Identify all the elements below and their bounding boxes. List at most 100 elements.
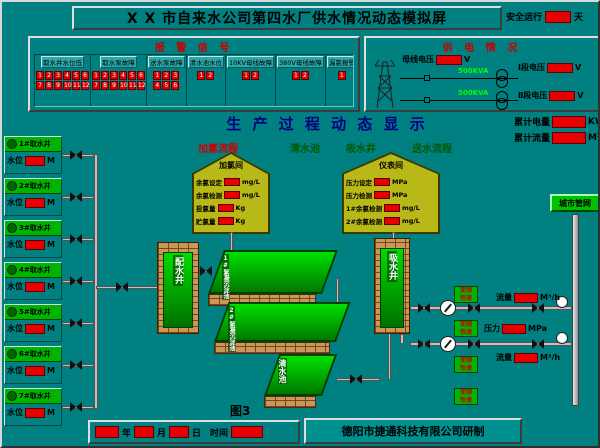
feeder-line — [400, 78, 518, 79]
metric-unit: Kg — [235, 216, 246, 225]
pipe — [388, 332, 391, 380]
alarm-indicator: 3 — [110, 71, 118, 80]
alarm-indicator: 9 — [110, 81, 118, 90]
level-display — [25, 365, 45, 376]
power-tower-icon — [374, 59, 396, 108]
total-energy-display — [552, 115, 587, 128]
level-unit: M — [47, 282, 55, 291]
alarm-group-label: 380V母线故障 — [276, 56, 324, 68]
alarm-indicator: 12 — [137, 81, 146, 90]
valve-icon — [532, 339, 544, 349]
total-flow-unit: M³ — [588, 132, 600, 143]
delivery-pump-icon — [440, 336, 456, 352]
alarm-indicator: 7 — [92, 81, 100, 90]
pump-icon — [7, 139, 17, 149]
level-display — [25, 197, 45, 208]
well-header: 7#取水井 — [5, 389, 61, 404]
alarm-panel-title: 报 警 信 号 — [154, 43, 234, 54]
well-label: 3#取水井 — [19, 224, 51, 232]
valve-icon — [116, 282, 128, 292]
vfd-status-box: 变频恒速 — [454, 388, 478, 405]
section2-unit: V — [577, 91, 584, 100]
alarm-group-label: 10KV母线故障 — [227, 56, 274, 68]
pump-icon — [7, 223, 17, 233]
alarm-indicator: 8 — [101, 81, 109, 90]
alarm-indicator: 9 — [54, 81, 62, 90]
metric-label: 2#余氯检测 — [346, 217, 382, 226]
transformer-icon — [496, 69, 508, 88]
valve-icon — [70, 192, 82, 202]
bus-voltage-label: 母线电压 — [402, 55, 434, 64]
alarm-indicator: 1 — [36, 71, 44, 80]
city-network-box: 城市管网 — [550, 194, 598, 212]
pressure-label: 压力 — [484, 324, 500, 333]
level-label: 水位 — [7, 282, 23, 291]
section-label-clear-pool: 清水池 — [290, 144, 320, 155]
tank-front-face — [214, 342, 330, 354]
safe-run-days-display — [545, 10, 572, 23]
vfd-line1: 变频 — [459, 357, 472, 364]
section1-label: Ⅰ段电压 — [518, 63, 545, 72]
section2-label: Ⅱ段电压 — [518, 91, 548, 100]
level-unit: M — [47, 198, 55, 207]
tank-clear-water-pool: 清水池 — [264, 354, 338, 408]
alarm-indicator: 10 — [63, 81, 72, 90]
well-header: 6#取水井 — [5, 347, 61, 362]
alarm-indicator: 6 — [137, 71, 145, 80]
tank-top-face — [264, 354, 338, 396]
level-label: 水位 — [7, 198, 23, 207]
flow1-group: 流量 M³/h — [496, 292, 560, 303]
time-label: 时间 — [210, 428, 229, 439]
level-unit: M — [47, 366, 55, 375]
alarm-indicator: 3 — [54, 71, 62, 80]
figure-label: 图3 — [230, 404, 251, 418]
power-panel: 供 电 情 况 500KVA 500KVA 母线电压 V Ⅰ段电压 V Ⅱ段电压… — [364, 36, 598, 112]
pressure-display — [502, 323, 526, 334]
level-unit: M — [47, 240, 55, 249]
month-display — [134, 426, 155, 438]
total-flow-label: 累计流量 — [514, 134, 551, 144]
well-label: 7#取水井 — [19, 392, 51, 400]
alarm-indicator: 2 — [300, 71, 309, 80]
alarm-indicator: 2 — [206, 71, 215, 80]
tank-suction-well: 吸水井 — [374, 238, 410, 334]
alarm-indicator: 4 — [63, 71, 71, 80]
level-display — [25, 155, 45, 166]
tank-label: 吸水井 — [387, 251, 397, 282]
flow2-group: 流量 M³/h — [496, 352, 560, 363]
pressure-group: 压力 MPa — [484, 323, 547, 334]
alarm-indicator: 12 — [81, 81, 90, 90]
metric-display — [217, 203, 234, 212]
pump-icon — [7, 391, 17, 401]
metric-display — [374, 177, 390, 186]
metric-label: 贮氯量 — [196, 217, 216, 226]
metric-label: 余氯设定 — [196, 178, 222, 187]
tank-sedimentation-1: 1#絮凝沉淀池 — [208, 250, 339, 306]
alarm-indicator: 11 — [72, 81, 81, 90]
metric-label: 余氯检测 — [196, 191, 222, 200]
metric-display — [383, 203, 400, 212]
alarm-indicator: 6 — [81, 71, 89, 80]
level-display — [25, 239, 45, 250]
well-header: 1#取水井 — [5, 137, 61, 152]
level-display — [25, 281, 45, 292]
house-name: 加氯间 — [219, 161, 243, 170]
alarm-indicator: 6 — [171, 81, 180, 90]
